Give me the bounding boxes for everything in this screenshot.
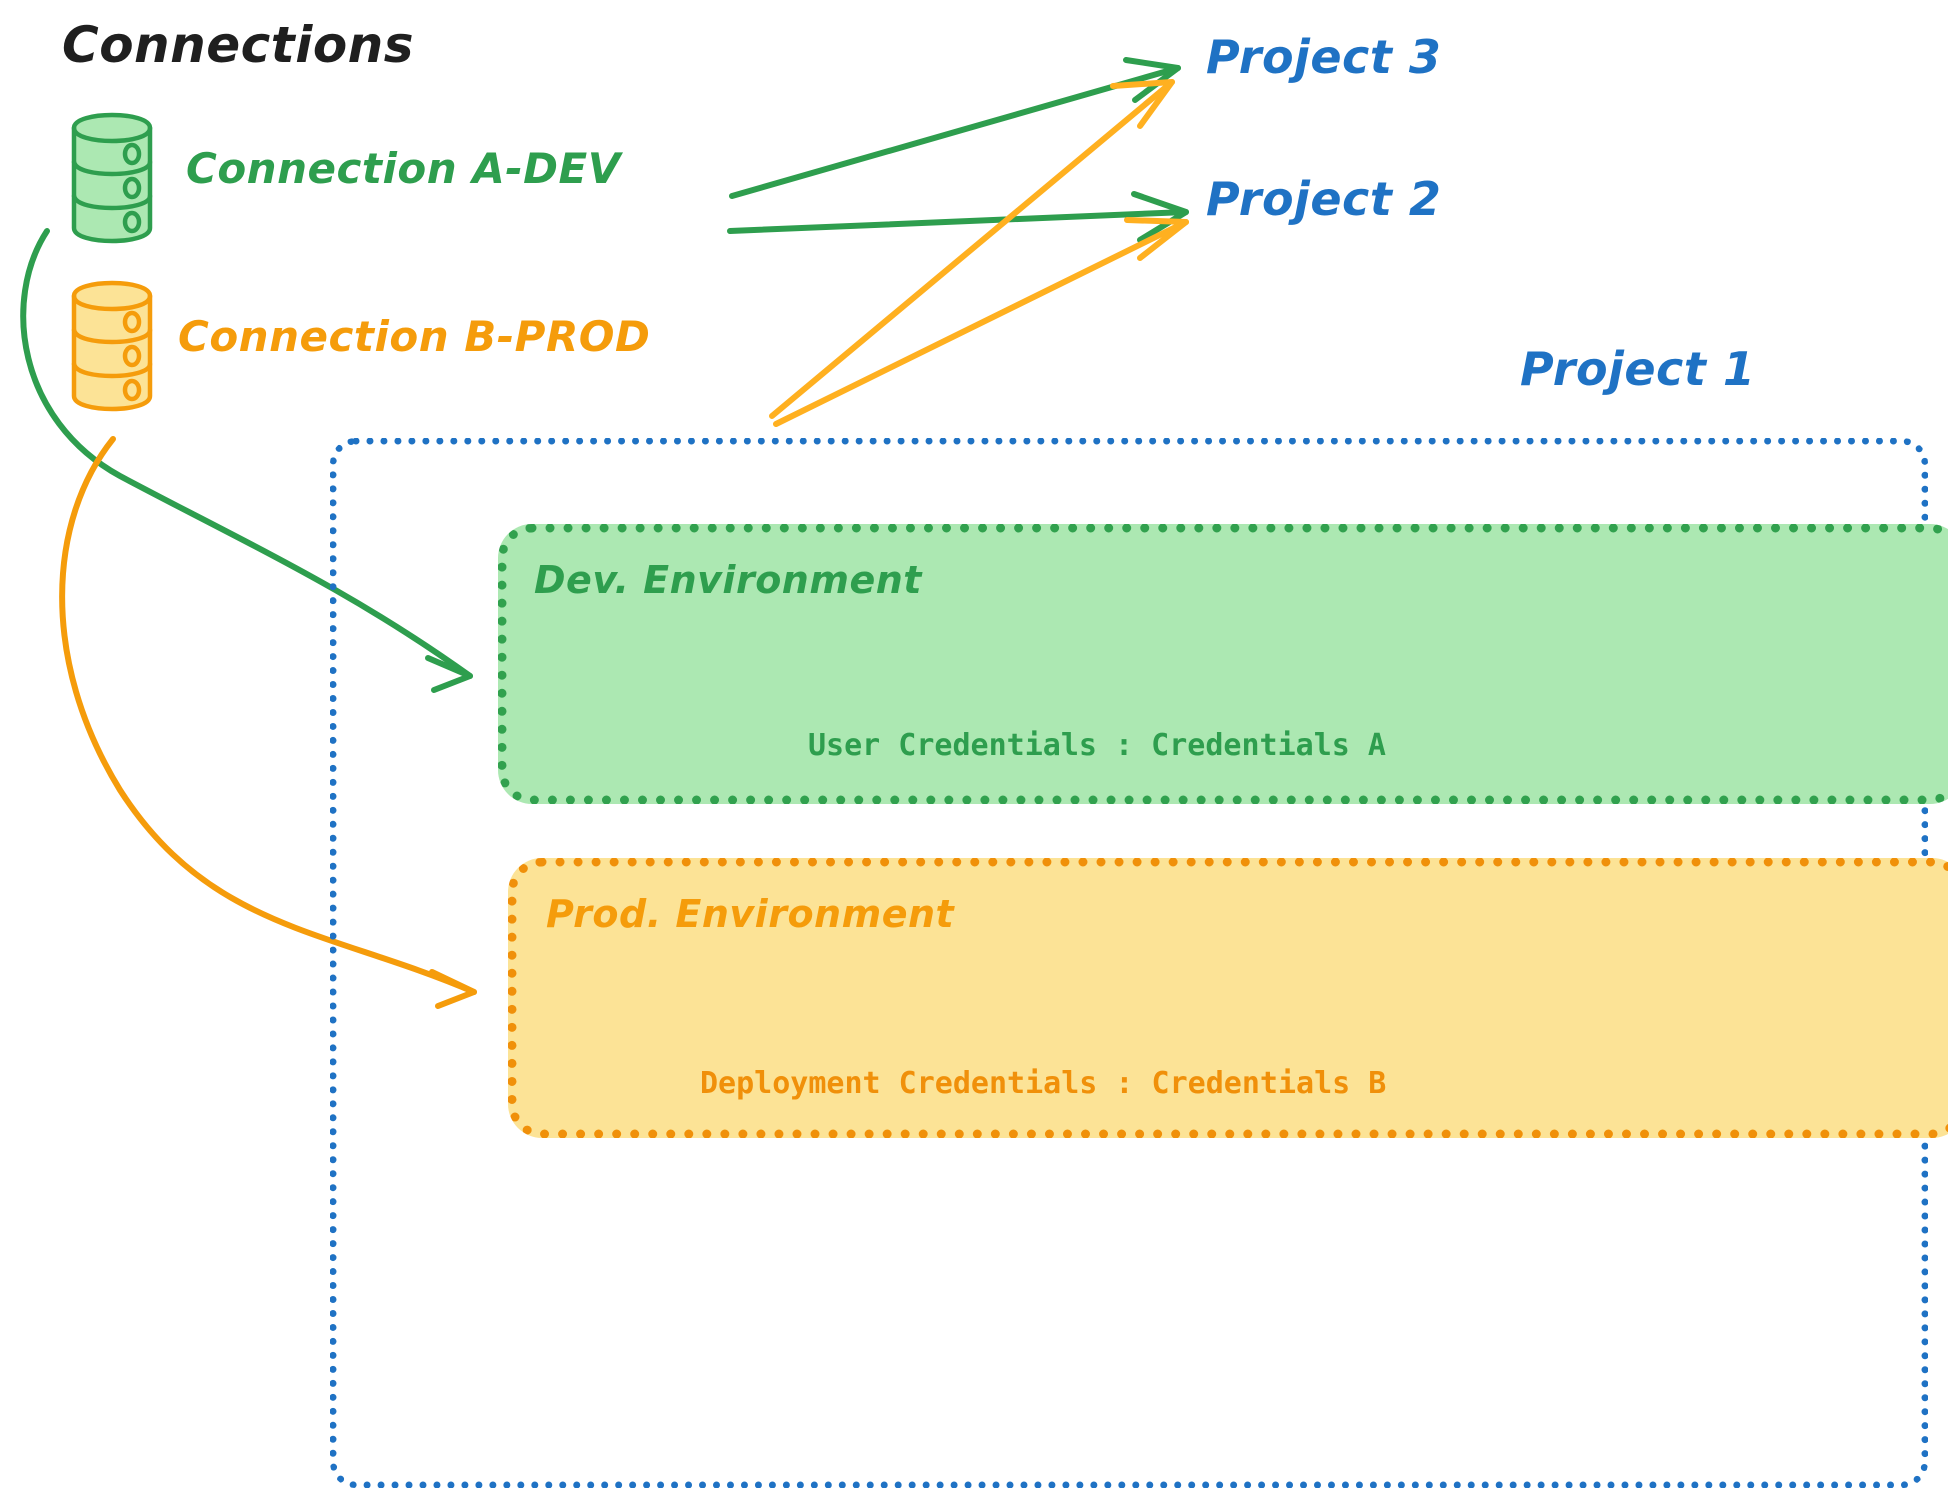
arrow-conn-a-to-project-2 [727, 191, 1189, 243]
database-icon-connection-b [71, 280, 153, 412]
database-icon-connection-a [71, 112, 153, 244]
connection-b-label[interactable]: Connection B-PROD [178, 312, 651, 361]
arrow-conn-b-to-project-3 [769, 79, 1175, 419]
prod-environment-title: Prod. Environment [546, 892, 955, 936]
project-3-label[interactable]: Project 3 [1206, 30, 1442, 84]
project-2-label[interactable]: Project 2 [1206, 172, 1442, 226]
dev-environment-credentials: User Credentials : Credentials A [808, 728, 1386, 763]
dev-environment-title: Dev. Environment [534, 558, 922, 602]
prod-environment-credentials: Deployment Credentials : Credentials B [700, 1066, 1387, 1101]
arrow-conn-a-to-project-3 [729, 57, 1181, 199]
page-title: Connections [62, 16, 415, 74]
arrow-conn-b-to-project-2 [773, 217, 1189, 427]
project-1-label[interactable]: Project 1 [1520, 342, 1756, 396]
connection-a-label[interactable]: Connection A-DEV [186, 144, 621, 193]
dev-environment-box[interactable] [498, 524, 1948, 804]
prod-environment-box[interactable] [508, 858, 1948, 1138]
